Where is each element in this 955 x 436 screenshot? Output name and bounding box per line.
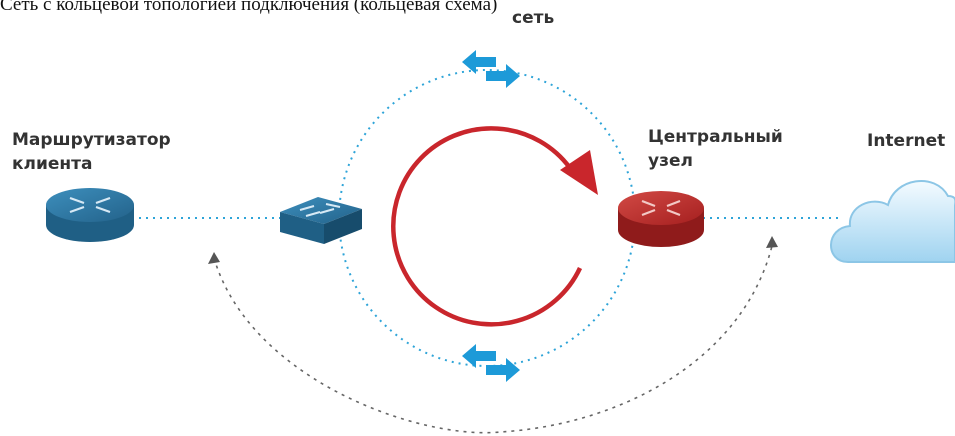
client-router-label-line1: Маршрутизатор: [12, 130, 171, 150]
central-node-label-line2: узел: [648, 151, 693, 171]
dashed-return-path: [213, 241, 774, 434]
loop-arrow-icon: [391, 126, 583, 327]
central-node-label-line1: Центральный: [648, 127, 783, 147]
client-router-label: Маршрутизатор клиента: [12, 128, 171, 176]
dashed-arrowhead-left: [208, 252, 220, 264]
internet-label: Internet: [867, 131, 946, 151]
top-caption: Сеть с кольцевой топологией подключения …: [0, 0, 498, 15]
central-router-icon: [618, 191, 704, 247]
client-router-label-line2: клиента: [12, 154, 93, 174]
loop-arrowhead: [560, 150, 598, 195]
dashed-arrowhead-right: [766, 236, 778, 248]
central-node-label: Центральный узел: [648, 125, 783, 173]
cloud-icon: [830, 180, 955, 263]
exchange-arrows-icon: [462, 344, 520, 382]
switch-icon: [280, 197, 362, 244]
network-label: сеть: [512, 8, 555, 28]
client-router-icon: [46, 188, 134, 242]
exchange-arrows-icon: [462, 50, 520, 88]
network-ring: [338, 69, 636, 367]
